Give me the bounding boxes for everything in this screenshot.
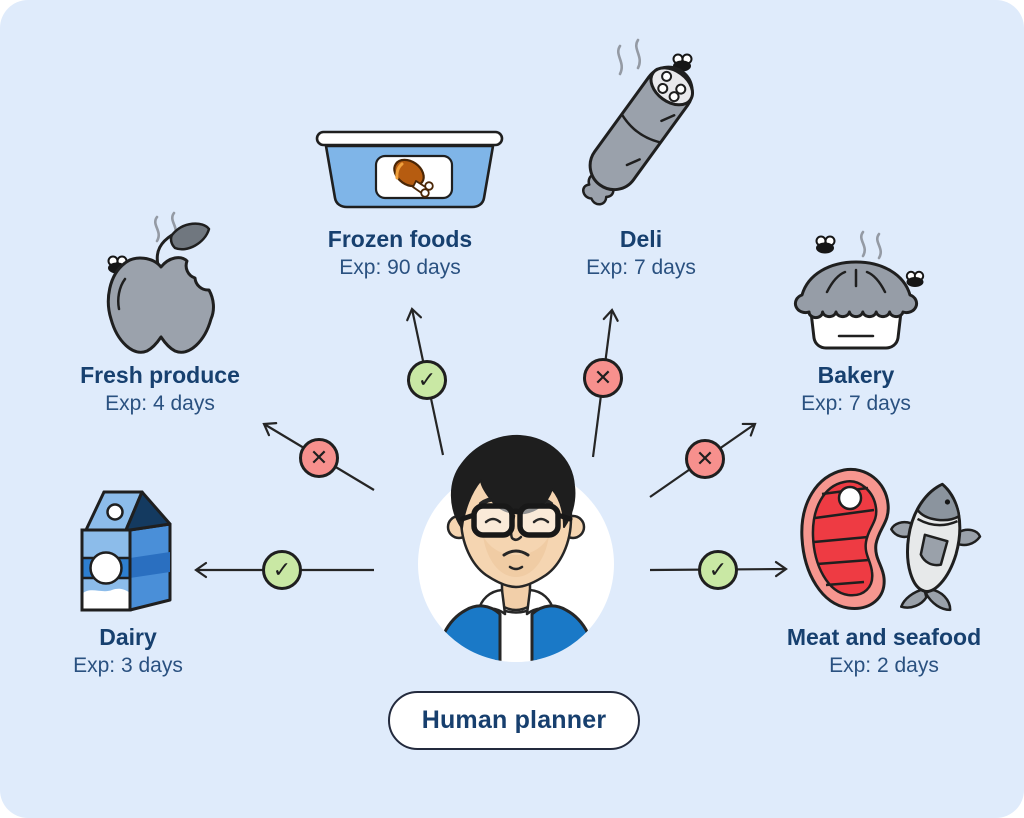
steak-and-fish-icon [800, 467, 982, 612]
apple-leaf [169, 222, 211, 251]
steak-bone [837, 485, 863, 511]
pie-crust [793, 260, 919, 320]
rejected-glyph: ✕ [695, 446, 715, 472]
fly-icon [905, 270, 925, 287]
approved-glyph: ✓ [708, 557, 728, 583]
beard-shading [483, 536, 549, 577]
fly-icon [815, 235, 836, 254]
human-planner-label: Human planner [421, 706, 607, 734]
human-planner-pill: Human planner [388, 691, 640, 750]
approved-glyph: ✓ [272, 557, 292, 583]
chicken-drumstick-icon [393, 158, 434, 198]
stink-lines-icon [860, 230, 882, 260]
rejected-icon: ✕ [685, 439, 725, 479]
approved-icon: ✓ [698, 550, 738, 590]
rejected-icon: ✕ [583, 358, 623, 398]
rejected-glyph: ✕ [593, 365, 613, 391]
approved-icon: ✓ [407, 360, 447, 400]
closed-eye-left [484, 517, 502, 524]
closed-eye-right [532, 517, 550, 524]
undershirt [494, 604, 538, 662]
stink-lines-icon [617, 38, 641, 76]
fish-head [916, 483, 961, 522]
rejected-glyph: ✕ [309, 445, 329, 471]
rejected-icon: ✕ [299, 438, 339, 478]
container-lid [315, 130, 504, 147]
frown-mouth [502, 549, 530, 557]
approved-icon: ✓ [262, 550, 302, 590]
apple-body [106, 256, 215, 354]
fly-icon [672, 53, 693, 72]
pie-tin [809, 310, 903, 350]
carton-front [80, 528, 132, 612]
steak-icon [800, 467, 890, 610]
fish-icon [890, 482, 982, 612]
rotten-apple-icon [106, 211, 215, 354]
milk-carton-icon [80, 490, 172, 612]
approved-glyph: ✓ [417, 367, 437, 393]
worried-man-avatar [418, 434, 614, 662]
spoiled-pie-icon [793, 230, 925, 350]
spoiled-sausage-icon [582, 38, 694, 206]
frozen-container-icon [315, 130, 504, 209]
